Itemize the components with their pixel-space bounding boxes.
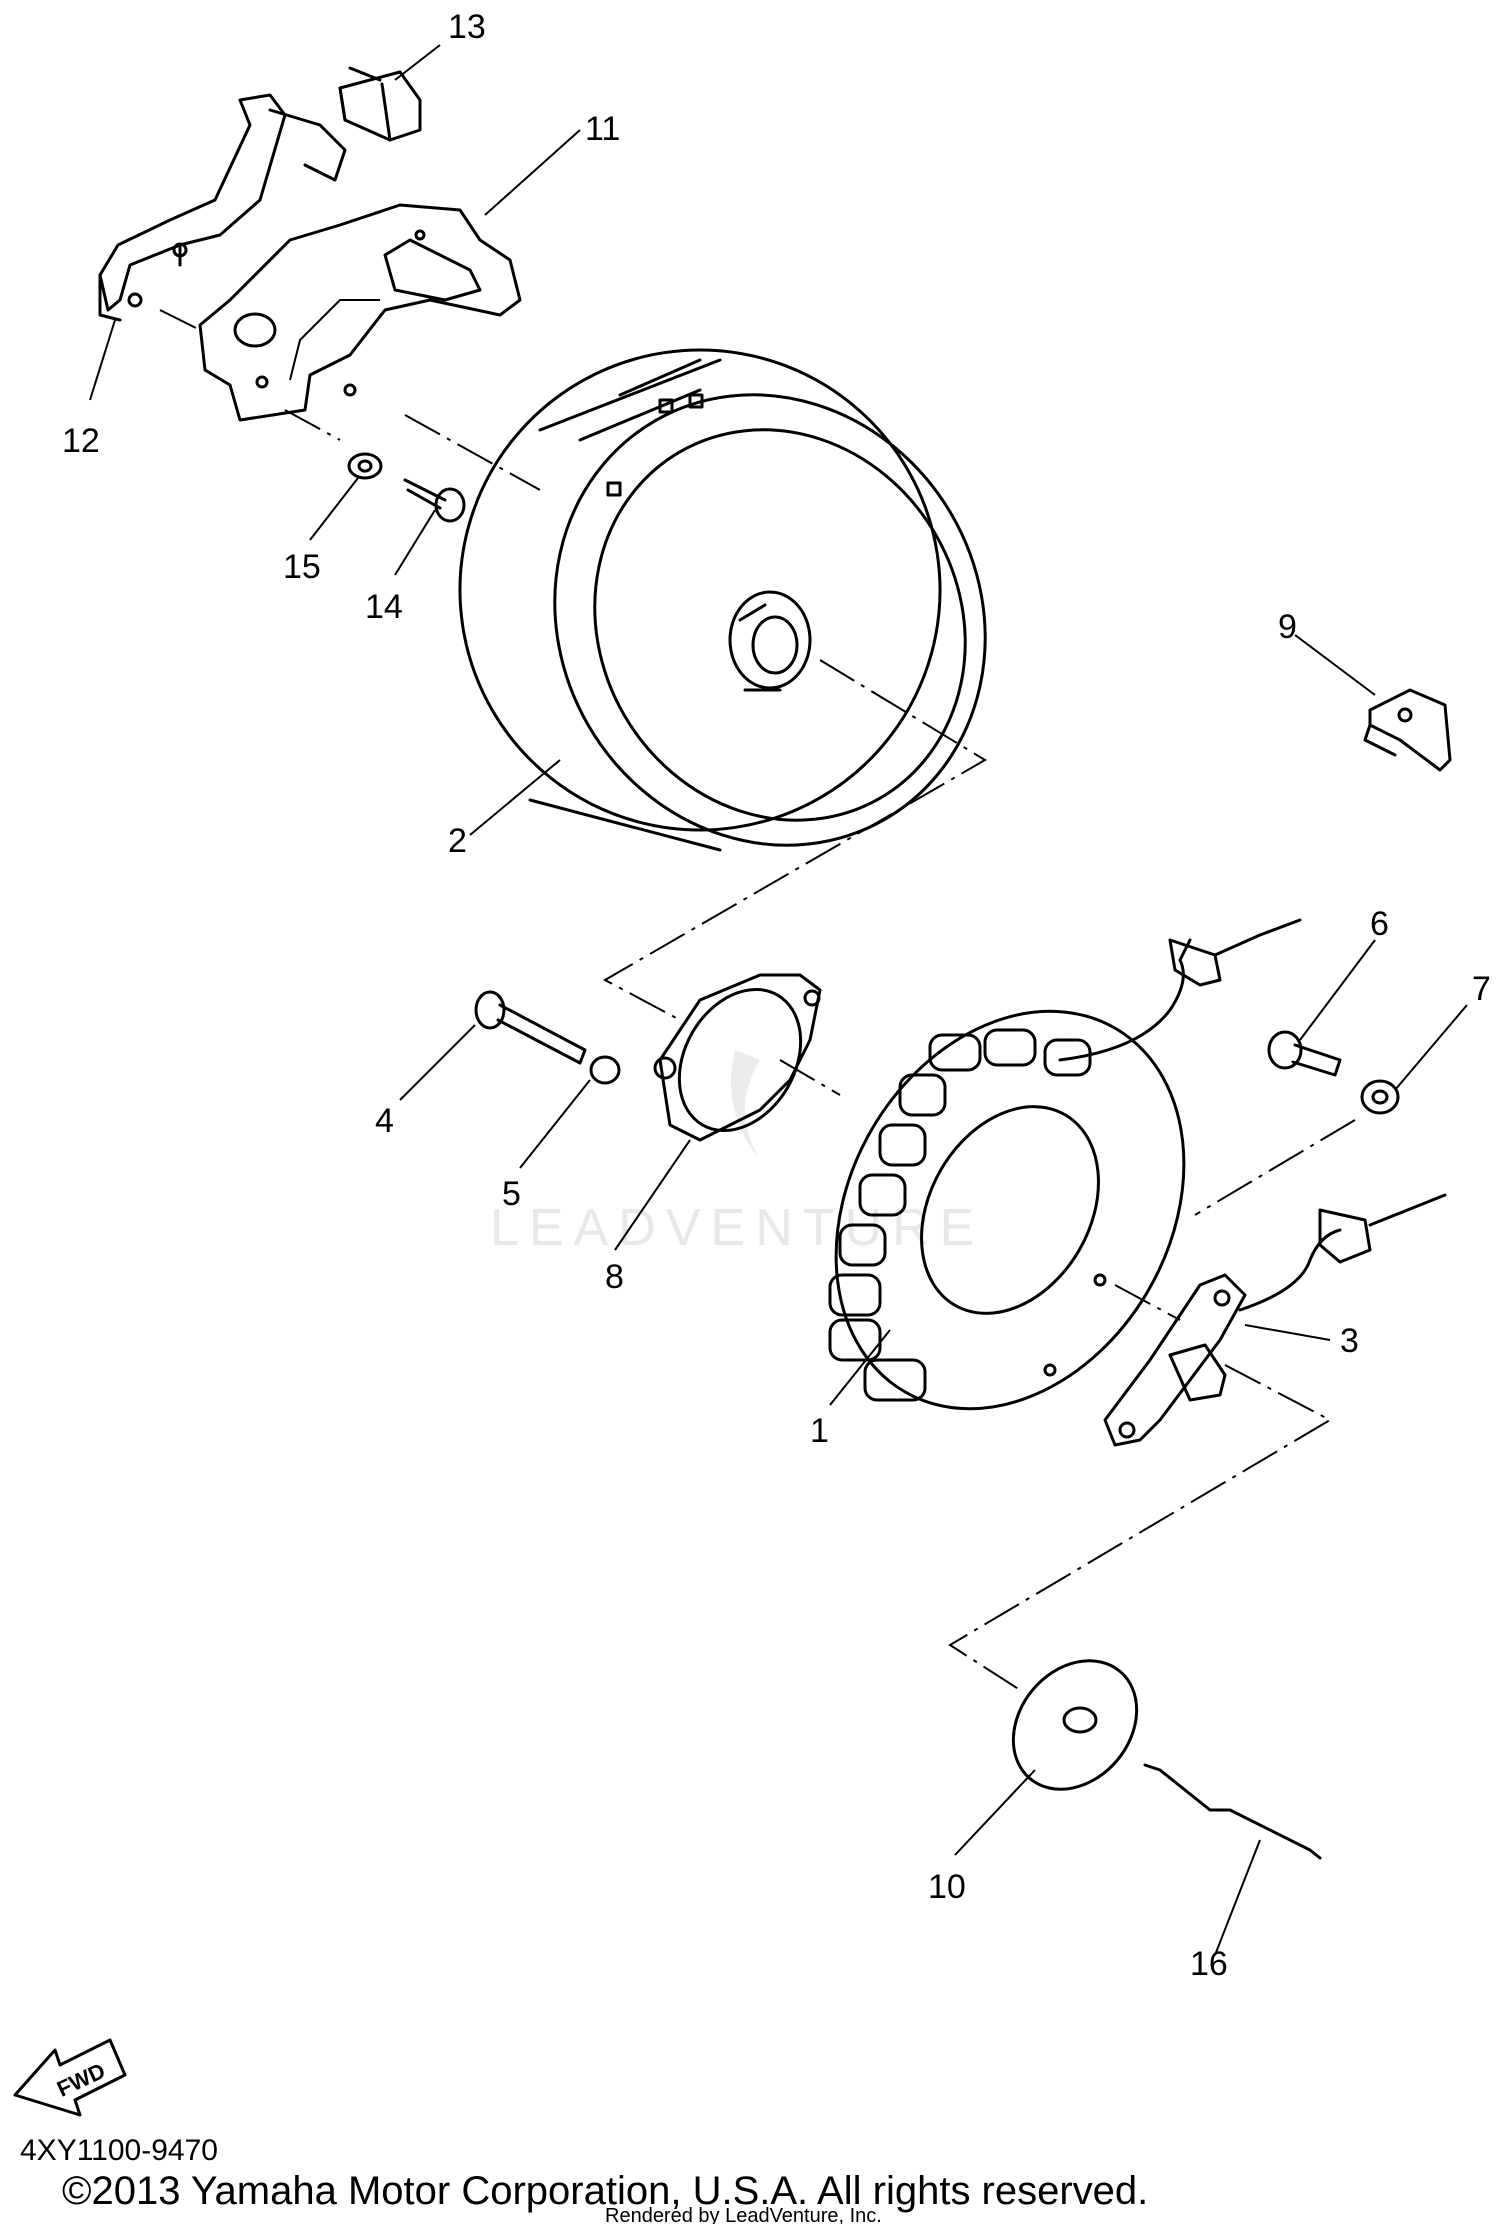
- part-7-washer: [1360, 1079, 1400, 1115]
- part-9-bracket: [1363, 688, 1452, 772]
- callout-12: 12: [62, 422, 100, 460]
- assembly-lines: [159, 309, 1356, 1691]
- part-4-bolt: [474, 990, 587, 1065]
- callout-4: 4: [375, 1102, 394, 1140]
- callout-3: 3: [1340, 1322, 1359, 1360]
- part-6-bolt: [1267, 1030, 1342, 1077]
- callout-13: 13: [448, 8, 486, 46]
- callout-5: 5: [502, 1175, 521, 1213]
- part-15-washer: [347, 452, 383, 480]
- callout-1: 1: [810, 1412, 829, 1450]
- part-5-washer: [589, 1055, 621, 1085]
- watermark: LEADVENTURE: [490, 1050, 984, 1257]
- leader-lines: [89, 44, 1468, 1956]
- callout-16: 16: [1190, 1945, 1228, 1983]
- callouts: 13 11 12 15 14 2 9 6 7 4 5 8 3 1 10 16: [62, 8, 1491, 1983]
- callout-14: 14: [365, 588, 403, 626]
- part-16-wire: [1143, 1763, 1322, 1860]
- part-13-clip: [338, 66, 422, 142]
- rendered-by: Rendered by LeadVenture, Inc.: [605, 2205, 882, 2224]
- copyright: ©2013 Yamaha Motor Corporation, U.S.A. A…: [62, 2169, 1148, 2213]
- part-2-rotor: [458, 348, 987, 852]
- callout-7: 7: [1472, 970, 1491, 1008]
- part-code: 4XY1100-9470: [20, 2134, 218, 2167]
- callout-10: 10: [928, 1868, 966, 1906]
- callout-9: 9: [1278, 608, 1297, 646]
- part-1-stator: [828, 918, 1302, 1411]
- part-12-bracket: [98, 93, 347, 322]
- part-14-screw: [403, 478, 466, 523]
- part-8-plate: [653, 973, 822, 1142]
- watermark-text: LEADVENTURE: [490, 1199, 984, 1257]
- callout-6: 6: [1370, 905, 1389, 943]
- fwd-arrow: FWD: [13, 2038, 127, 2117]
- callout-11: 11: [585, 110, 620, 148]
- part-11-cover: [198, 203, 522, 422]
- callout-2: 2: [448, 822, 467, 860]
- part-10-washer: [1011, 1659, 1139, 1791]
- part-3-pickup-coil: [1103, 1193, 1447, 1447]
- callout-8: 8: [605, 1258, 624, 1296]
- callout-15: 15: [283, 548, 321, 586]
